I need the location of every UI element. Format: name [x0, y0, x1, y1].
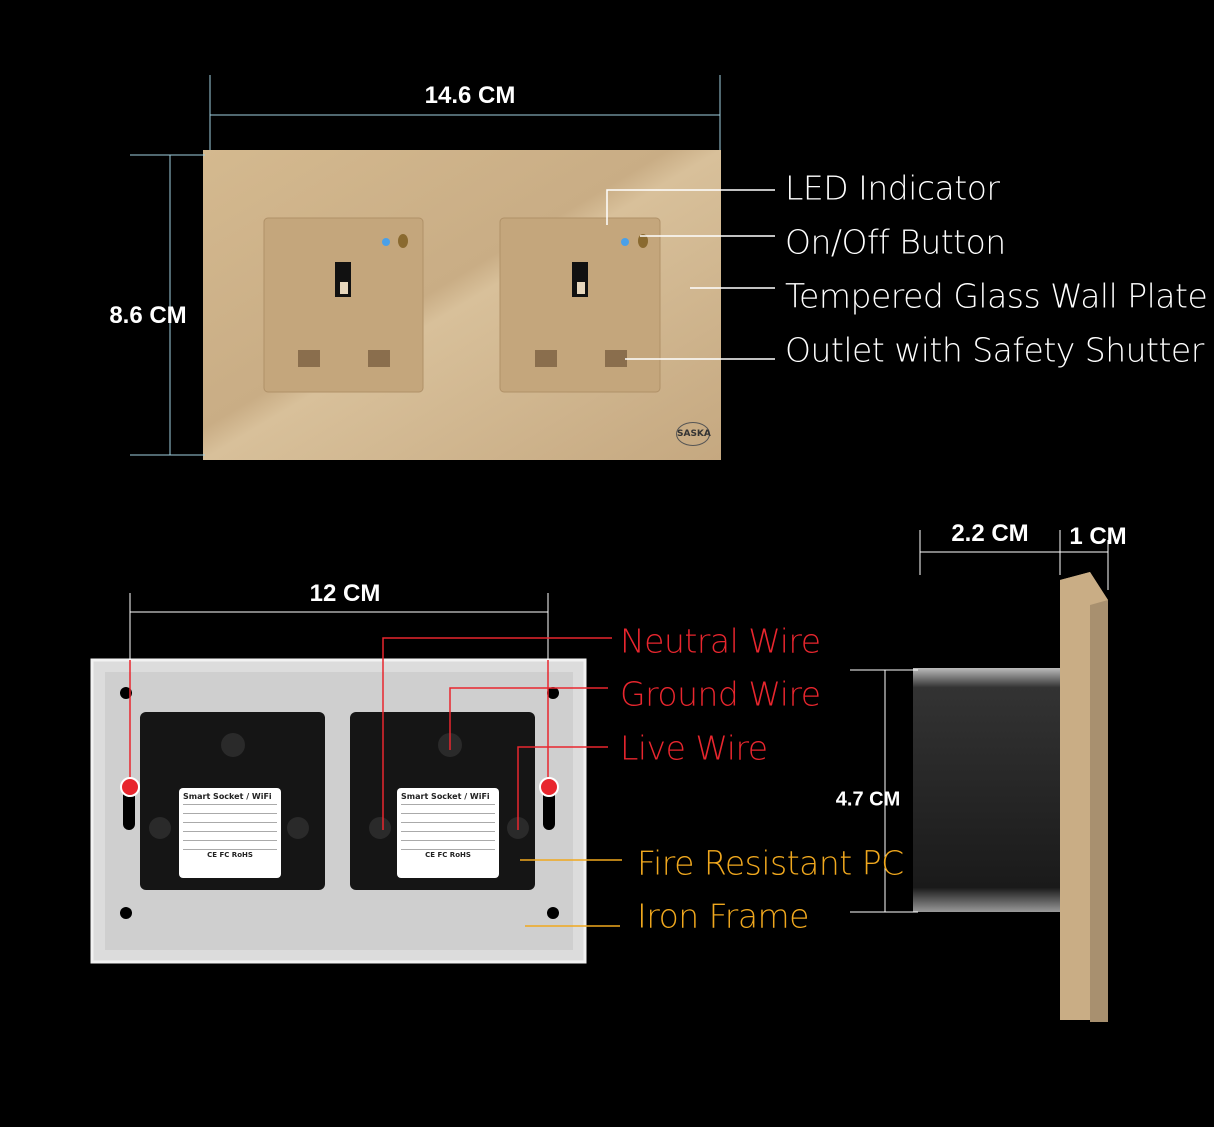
- front-width-label: 14.6 CM: [424, 82, 516, 109]
- dimension-lines-back: [129, 593, 549, 660]
- side-view: [913, 572, 1108, 1022]
- side-depth-label: 2.2 CM: [951, 520, 1029, 547]
- callout-ground-wire: Ground Wire: [620, 674, 821, 714]
- wire-callout-lines: [129, 637, 612, 830]
- front-height-label: 8.6 CM: [109, 302, 187, 329]
- callout-on-off-button: On/Off Button: [785, 222, 1006, 262]
- callout-iron-frame: Iron Frame: [637, 896, 810, 936]
- led-indicator-icon: [621, 238, 629, 246]
- socket-left: [263, 217, 424, 393]
- callout-live-wire: Live Wire: [620, 728, 768, 768]
- callout-led-indicator: LED Indicator: [785, 168, 1000, 208]
- power-button-icon: [638, 234, 648, 248]
- dimension-lines-front: [130, 75, 721, 456]
- front-plate: [203, 150, 721, 460]
- side-plate-label: 1 CM: [1069, 523, 1127, 550]
- material-callout-lines: [520, 859, 622, 927]
- dimension-lines-side: [850, 530, 1109, 913]
- callout-lines-front: [606, 189, 775, 360]
- callout-fire-resistant-pc: Fire Resistant PC: [637, 843, 904, 883]
- back-width-label: 12 CM: [309, 580, 381, 607]
- side-height-label: 4.7 CM: [835, 788, 901, 811]
- callout-tempered-glass: Tempered Glass Wall Plate: [785, 276, 1208, 316]
- wire-dot: [120, 777, 140, 797]
- socket-right: [499, 217, 661, 393]
- wire-dot: [539, 777, 559, 797]
- led-indicator-icon: [382, 238, 390, 246]
- back-plate: [90, 658, 587, 964]
- callout-outlet-shutter: Outlet with Safety Shutter: [785, 330, 1204, 370]
- power-button-icon: [398, 234, 408, 248]
- brand-logo: SASKA: [676, 422, 711, 446]
- callout-neutral-wire: Neutral Wire: [620, 621, 821, 661]
